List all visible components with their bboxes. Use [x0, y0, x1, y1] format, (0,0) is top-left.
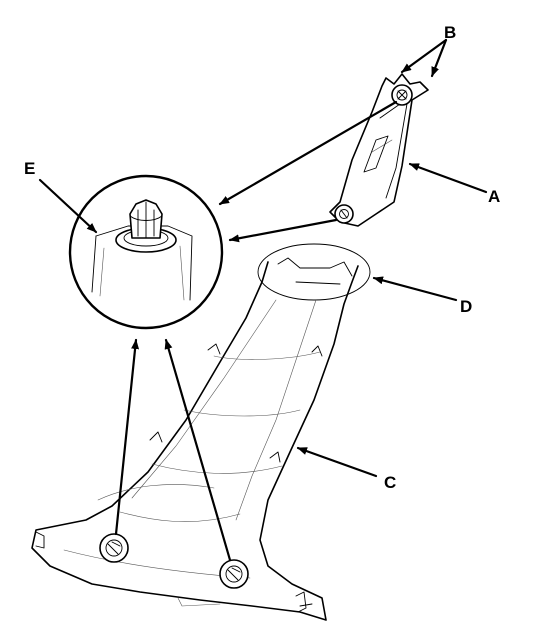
pillar-trim [31, 243, 371, 621]
right-clip-icon [219, 559, 249, 589]
upper-clip-icon [391, 84, 413, 106]
callout-d: D [460, 297, 472, 316]
callout-a: A [488, 187, 500, 206]
callout-c: C [384, 473, 396, 492]
panel-slot [363, 135, 389, 173]
top-opening [257, 243, 371, 301]
upper-trim-panel [329, 73, 429, 227]
callout-e: E [24, 159, 35, 178]
lower-clip-icon [334, 204, 354, 224]
left-clip-icon [99, 533, 129, 563]
leader-lines [38, 38, 488, 562]
callout-b: B [444, 23, 456, 42]
clip-detail-magnifier [68, 174, 224, 330]
callout-labels: B E A D C [24, 23, 500, 492]
